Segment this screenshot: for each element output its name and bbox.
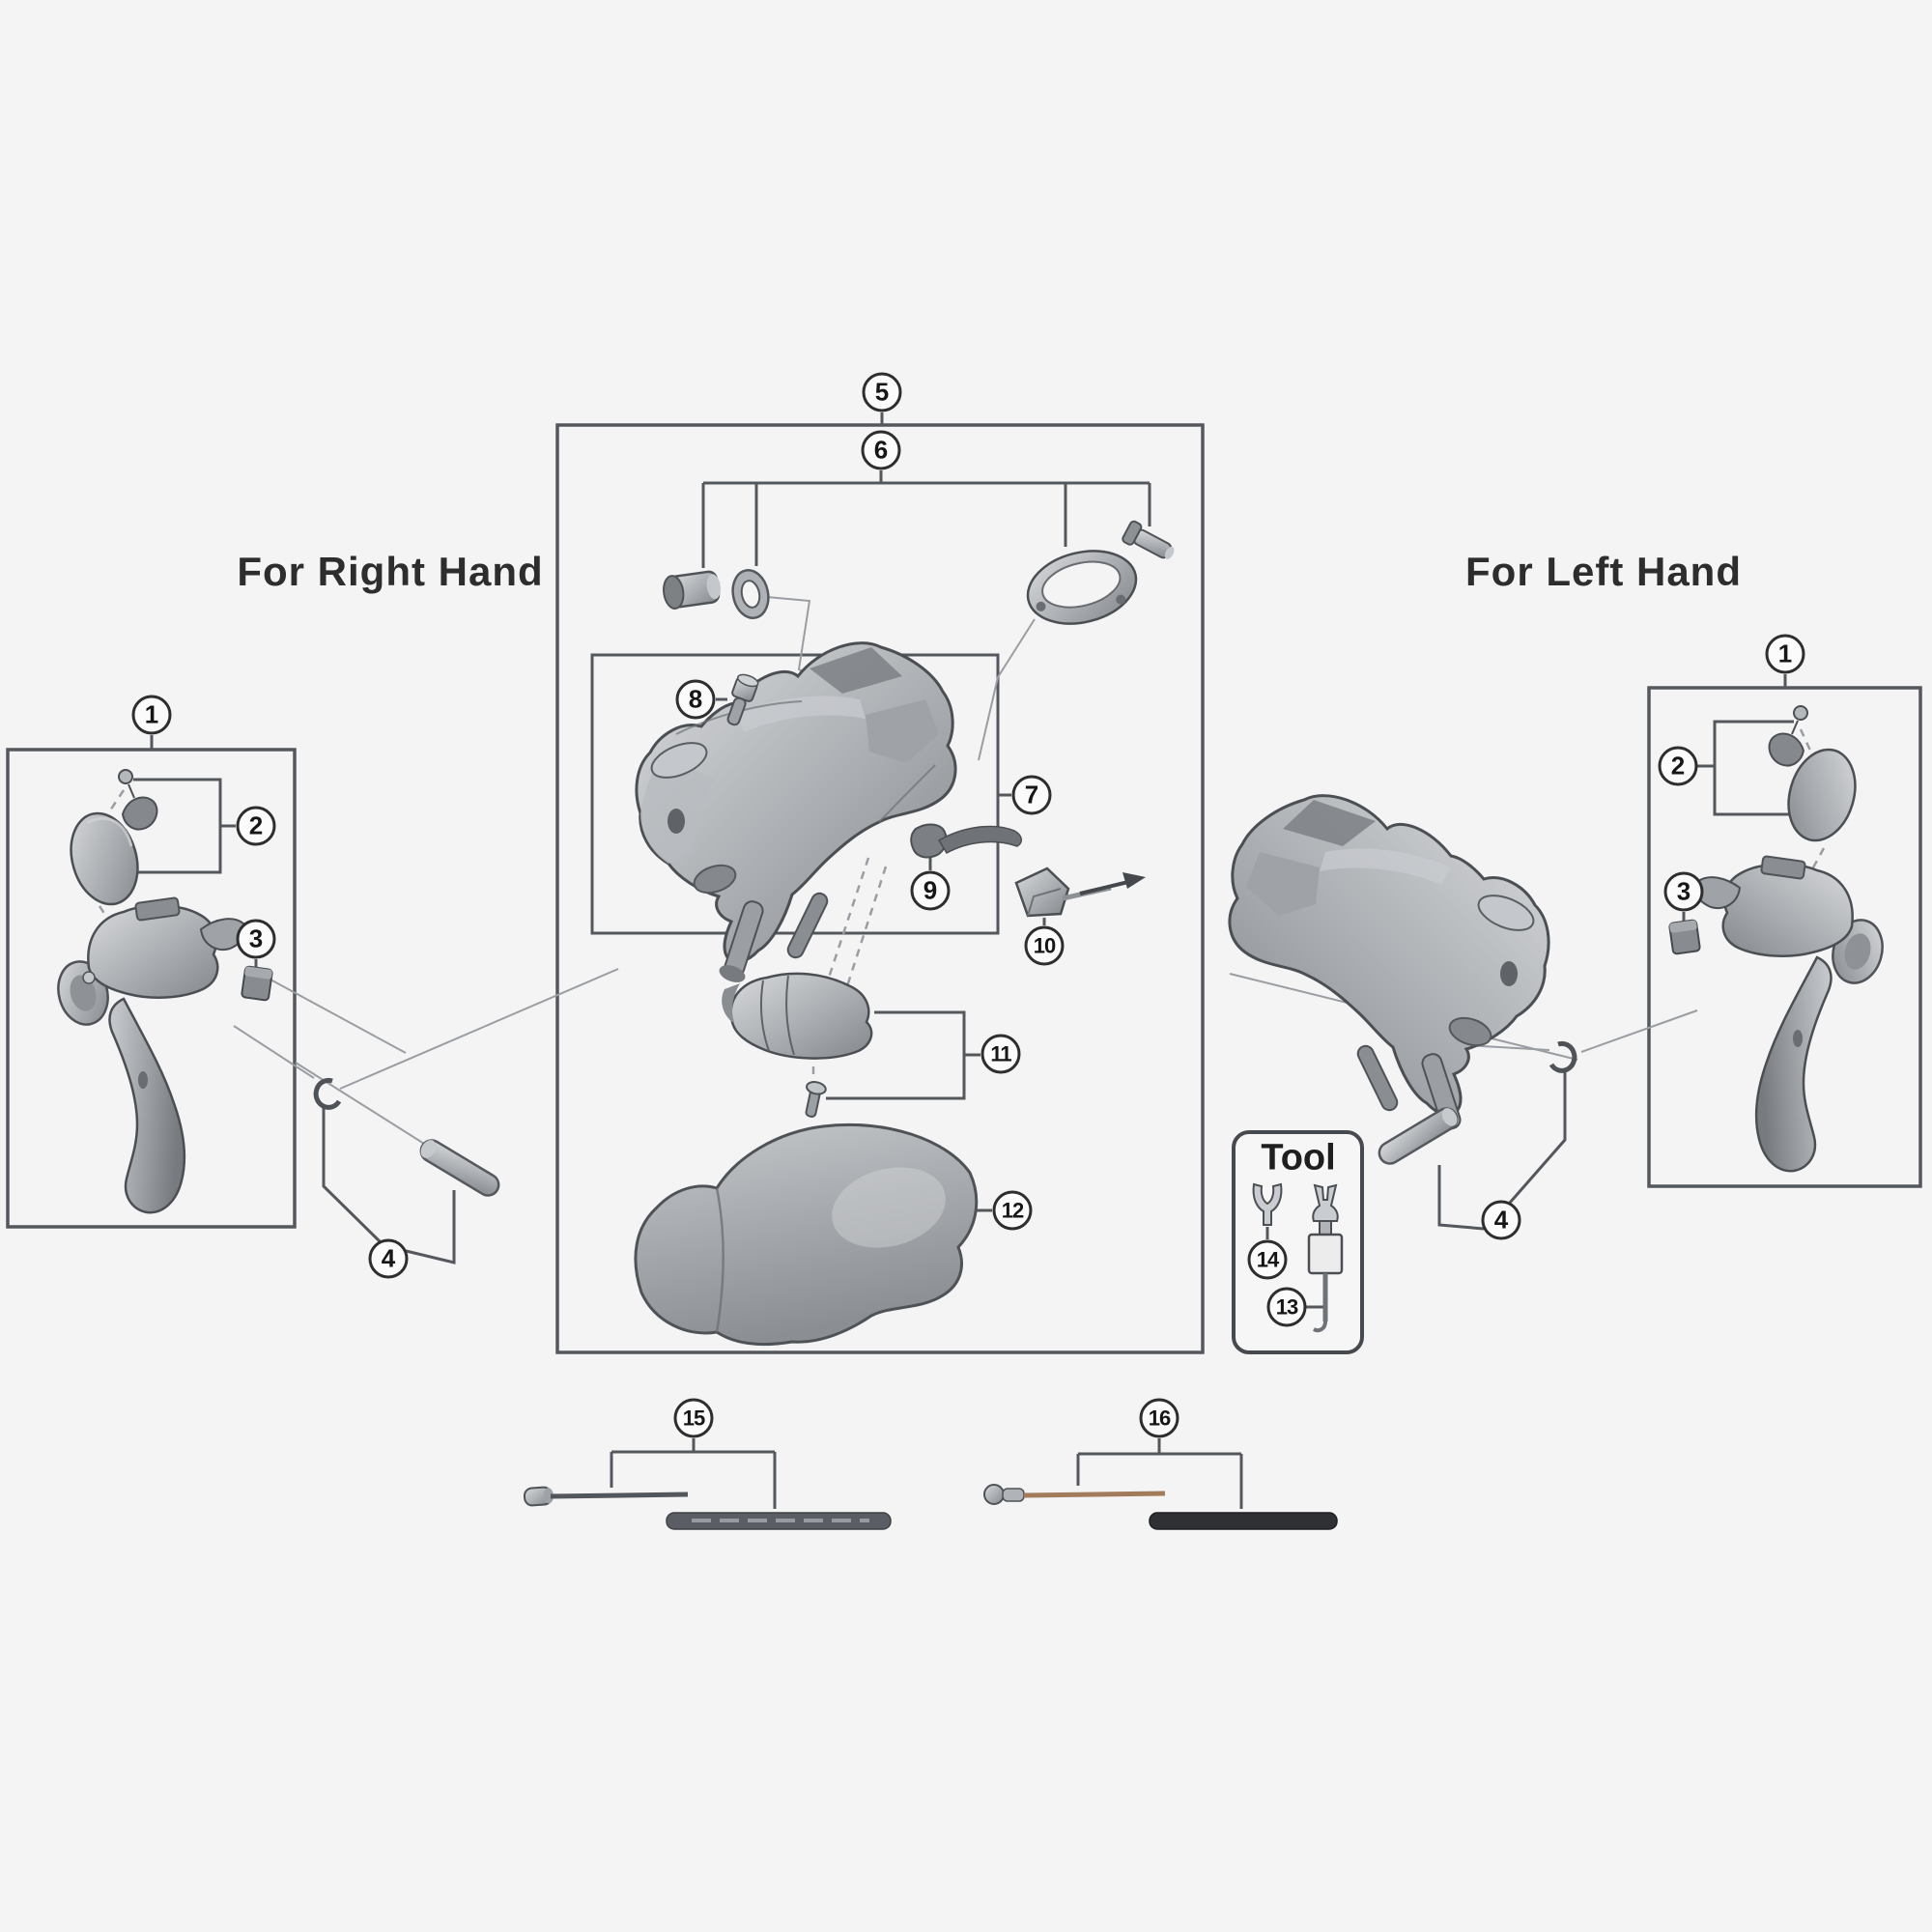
cable-adjust-barrel — [663, 570, 721, 610]
right-hand-heading: For Right Hand — [237, 549, 544, 594]
cover-screw-11 — [805, 1081, 827, 1118]
callout-14: 14 — [1247, 1239, 1288, 1280]
callout-11: 11 — [980, 1034, 1021, 1074]
callout-2-right: 2 — [1658, 746, 1698, 786]
left-group-1-box — [6, 748, 297, 1229]
callout-brackets — [133, 412, 1794, 1509]
bracket-hood-12 — [634, 1122, 979, 1347]
callout-5: 5 — [862, 372, 902, 412]
direction-arrow — [1079, 872, 1146, 895]
callout-15: 15 — [673, 1398, 714, 1438]
main-bracket-assembly-left — [1228, 794, 1550, 1130]
clamp-screw — [1122, 520, 1175, 559]
left-hand-heading: For Left Hand — [1465, 549, 1742, 594]
callout-16: 16 — [1139, 1398, 1179, 1438]
main-bracket-assembly-right — [635, 641, 957, 982]
left-pivot-pin — [419, 1139, 500, 1197]
left-shifter-assembly — [57, 896, 247, 1214]
callout-6: 6 — [861, 430, 901, 470]
release-lever-10 — [1014, 867, 1112, 918]
handlebar-clamp-band — [1026, 550, 1138, 625]
driver-tool-13 — [1307, 1183, 1344, 1333]
washer-ring — [731, 569, 770, 619]
unit-cover-11 — [722, 972, 873, 1060]
callout-9: 9 — [910, 870, 951, 911]
callout-10: 10 — [1024, 925, 1065, 966]
right-pivot-pin — [1378, 1107, 1459, 1165]
inner-cable-15 — [523, 1486, 689, 1507]
main-group-box — [555, 423, 1205, 1354]
fork-tool-14 — [1252, 1182, 1283, 1226]
callout-13: 13 — [1266, 1287, 1307, 1327]
inner-cable-16 — [983, 1484, 1166, 1505]
callout-1-right: 1 — [1765, 634, 1805, 674]
callout-7: 7 — [1011, 775, 1052, 815]
callout-4-left: 4 — [368, 1238, 409, 1279]
cable-guide-9 — [910, 823, 1022, 859]
callout-4-right: 4 — [1481, 1200, 1521, 1240]
left-rubber-block-3 — [241, 965, 273, 1002]
callout-3-right: 3 — [1663, 871, 1704, 912]
fixing-bolt-8 — [726, 673, 759, 726]
callout-3-left: 3 — [236, 919, 276, 959]
leader-lines — [233, 596, 1698, 1150]
callout-12: 12 — [992, 1190, 1033, 1231]
left-name-plate — [70, 769, 158, 906]
callout-2-left: 2 — [236, 806, 276, 846]
right-rubber-block-3 — [1668, 919, 1701, 955]
dashed-leaders — [98, 725, 1826, 1086]
right-group-1-box — [1647, 686, 1922, 1188]
callout-8: 8 — [675, 679, 716, 720]
outer-casing-15 — [666, 1512, 892, 1530]
left-e-clip — [313, 1077, 342, 1110]
right-e-clip — [1548, 1040, 1577, 1073]
callout-1-left: 1 — [131, 695, 172, 735]
right-name-plate — [1768, 705, 1857, 842]
outer-casing-16 — [1149, 1512, 1338, 1530]
tool-box-label: Tool — [1261, 1137, 1336, 1179]
right-shifter-assembly — [1693, 855, 1884, 1173]
